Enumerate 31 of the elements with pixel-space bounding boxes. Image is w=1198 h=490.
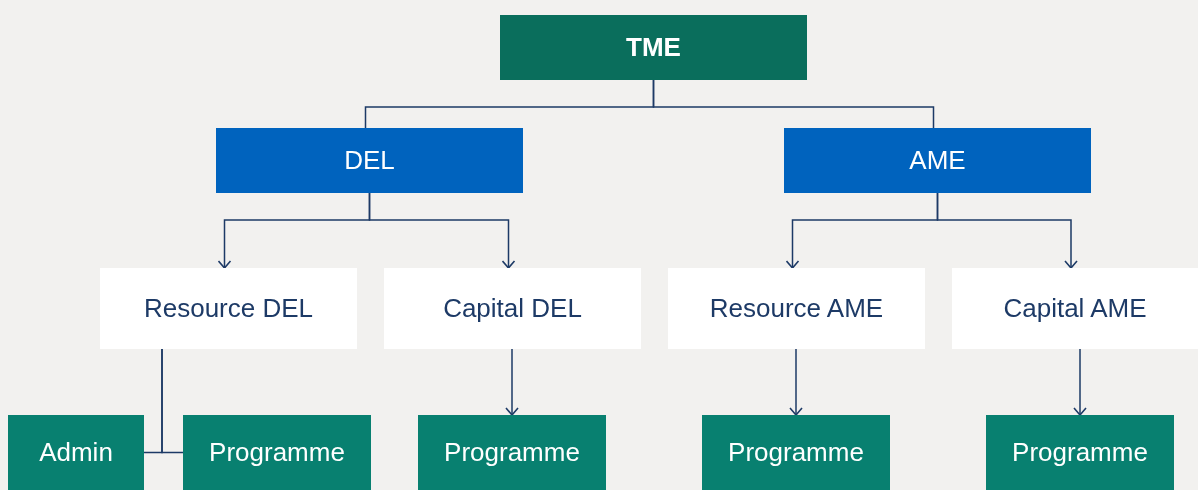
arrow — [936, 192, 1078, 269]
box-label: AME — [909, 146, 966, 175]
box-label: TME — [626, 33, 681, 62]
box-label: Admin — [39, 438, 113, 467]
subcategory-box — [100, 268, 357, 349]
box-label: Capital DEL — [443, 294, 582, 323]
box-label: Programme — [444, 438, 580, 467]
box-label: Resource AME — [709, 294, 884, 323]
box-label: Programme — [1012, 438, 1148, 467]
programme-box — [8, 415, 144, 490]
subcategory-box — [668, 268, 925, 349]
connector-line — [652, 79, 935, 129]
subcategory-box — [384, 268, 641, 349]
arrow — [1073, 348, 1087, 416]
programme-box — [418, 415, 606, 490]
programme-box — [986, 415, 1174, 490]
box-label: Resource DEL — [143, 294, 314, 323]
arrow — [789, 348, 803, 416]
box-label: Programme — [728, 438, 864, 467]
programme-box — [183, 415, 371, 490]
category-box — [216, 128, 523, 193]
category-box — [784, 128, 1091, 193]
box-label: Capital AME — [1003, 294, 1147, 323]
total-box — [500, 15, 807, 80]
arrow — [505, 348, 519, 416]
programme-box — [702, 415, 890, 490]
connector-line — [161, 348, 184, 454]
subcategory-box — [952, 268, 1198, 349]
box-label: Programme — [209, 438, 345, 467]
box-label: DEL — [344, 146, 395, 175]
arrow — [368, 192, 516, 269]
